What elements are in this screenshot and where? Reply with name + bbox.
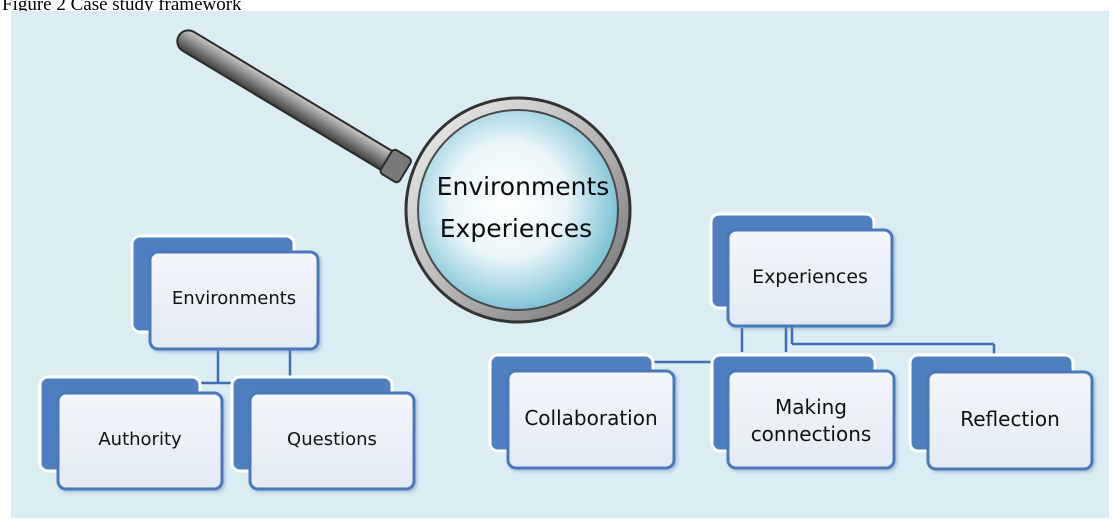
node-label-connections: connections	[750, 422, 872, 446]
left-tree-connectors	[198, 349, 292, 385]
node-label-making: Making	[774, 395, 848, 419]
node-label-experiences: Experiences	[752, 266, 868, 288]
node-label-collaboration: Collaboration	[524, 406, 658, 430]
node-box-authority	[38, 375, 224, 491]
node-box-environments	[130, 234, 320, 351]
node-label-environments: Environments	[171, 288, 297, 309]
lens-label-line1: Environments	[436, 172, 610, 201]
node-label-reflection: Reflection	[960, 407, 1060, 431]
node-box-questions	[230, 375, 416, 491]
magnifying-glass-icon	[176, 29, 632, 324]
node-box-reflection	[908, 353, 1094, 471]
node-label-authority: Authority	[98, 429, 182, 450]
node-box-experiences	[709, 212, 894, 328]
lens-label-line2: Experiences	[439, 214, 593, 243]
node-box-making-connections	[710, 353, 896, 470]
node-label-questions: Questions	[287, 429, 377, 450]
node-box-collaboration	[488, 353, 676, 470]
